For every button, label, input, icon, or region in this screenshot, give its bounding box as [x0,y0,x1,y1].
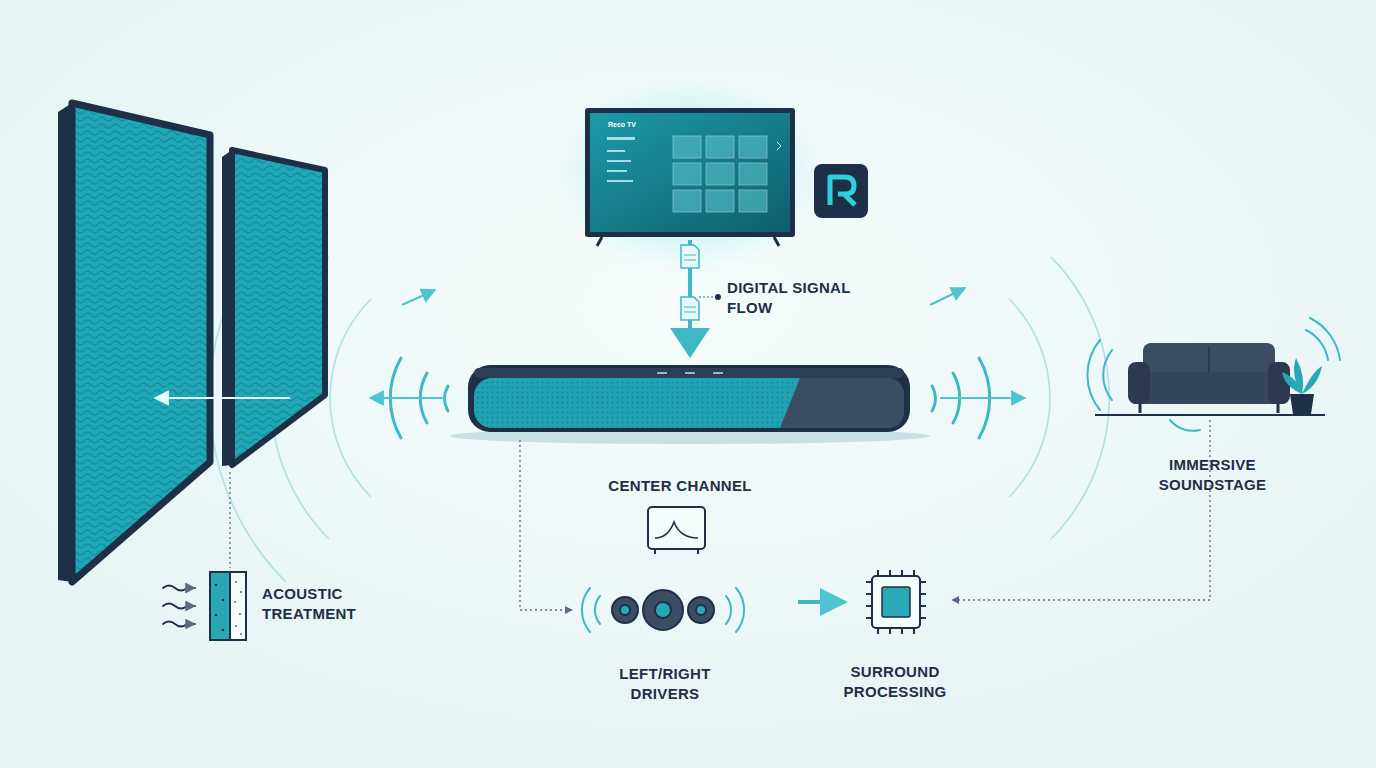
tv-screen: Reco TV [590,113,790,232]
screen-title: Reco TV [608,121,790,128]
treatment-label: ACOUSTIC TREATMENT [262,584,392,625]
signal-label: DIGITAL SIGNAL FLOW [727,278,867,319]
processing-label: SURROUND PROCESSING [820,662,970,703]
soundstage-label: IMMERSIVE SOUNDSTAGE [1130,455,1295,496]
drivers-label: LEFT/RIGHT DRIVERS [600,664,730,705]
channel-label: CENTER CHANNEL [560,476,800,496]
